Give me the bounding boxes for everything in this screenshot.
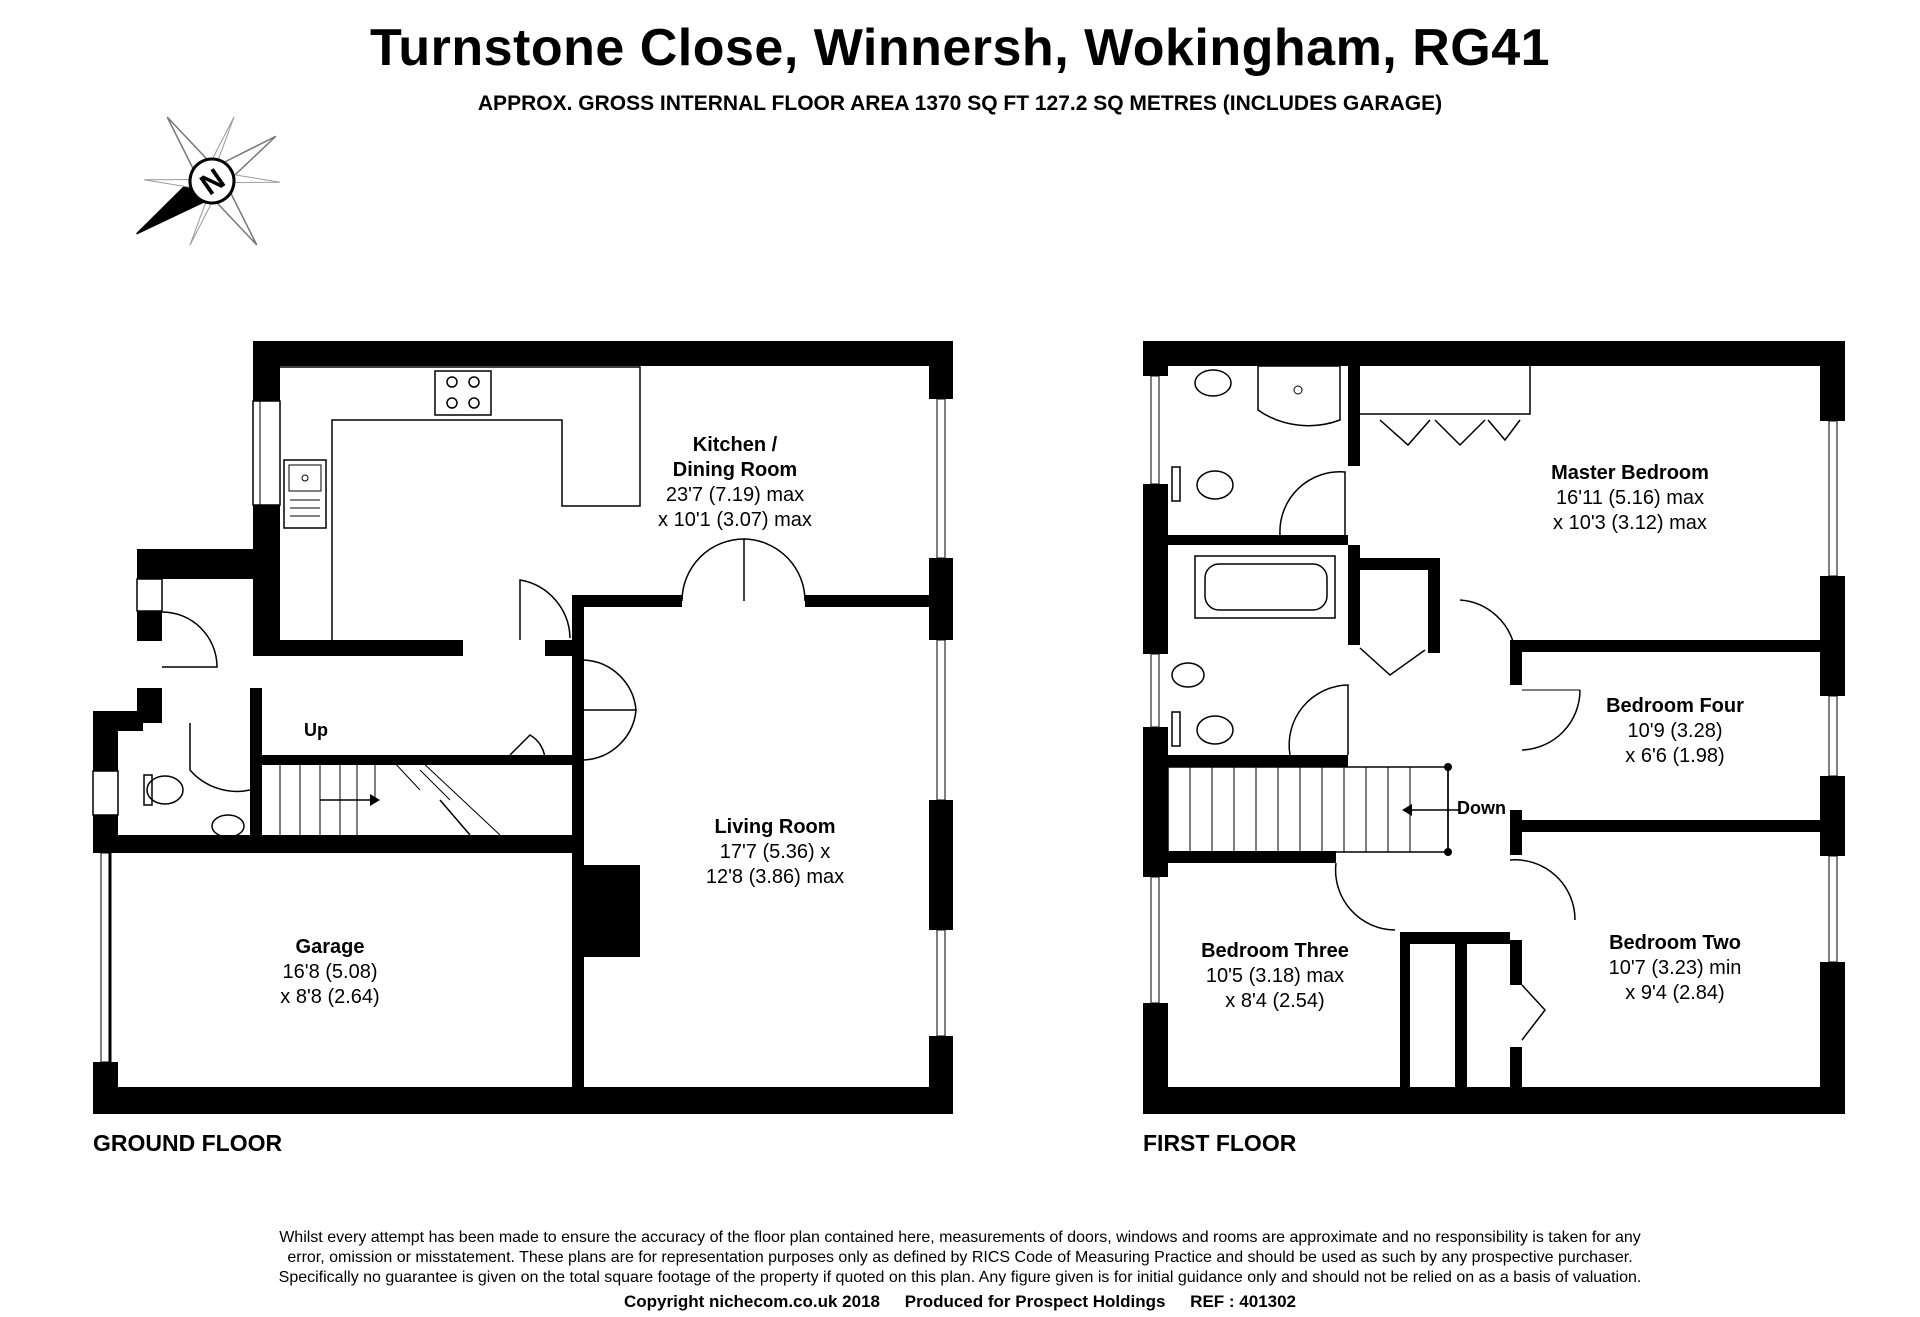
room-label-bedroom-three: Bedroom Three 10'5 (3.18) max x 8'4 (2.5… — [1140, 939, 1410, 1014]
room-name: Bedroom Two — [1609, 932, 1741, 954]
room-dimension: x 10'1 (3.07) max — [658, 509, 812, 531]
reference-text: REF : 401302 — [1190, 1292, 1297, 1311]
north-arrow-icon — [136, 116, 281, 246]
stair-up-label: Up — [304, 720, 328, 740]
produced-for-text: Produced for Prospect Holdings — [904, 1292, 1166, 1311]
room-name: Garage — [295, 936, 365, 958]
room-dimension: x 10'3 (3.12) max — [1553, 512, 1707, 534]
stair-down-label: Down — [1457, 798, 1506, 818]
room-name: Bedroom Four — [1606, 695, 1744, 717]
disclaimer-line: Whilst every attempt has been made to en… — [279, 1229, 1641, 1246]
ground-floor-label: GROUND FLOOR — [93, 1130, 283, 1156]
room-dimension: x 9'4 (2.84) — [1625, 982, 1725, 1004]
first-floor-walls — [1143, 341, 1845, 1114]
room-label-bedroom-four: Bedroom Four 10'9 (3.28) x 6'6 (1.98) — [1540, 694, 1810, 769]
room-name: Bedroom Three — [1201, 940, 1349, 962]
room-dimension: x 8'8 (2.64) — [280, 986, 380, 1008]
room-dimension: x 8'4 (2.54) — [1225, 990, 1325, 1012]
room-dimension: 16'8 (5.08) — [282, 961, 378, 983]
first-floor-plan — [1143, 341, 1845, 1114]
first-floor-label: FIRST FLOOR — [1143, 1130, 1297, 1156]
room-dimension: 10'5 (3.18) max — [1205, 965, 1345, 987]
room-dimension: 17'7 (5.36) x — [719, 841, 831, 863]
plan-title: Turnstone Close, Winnersh, Wokingham, RG… — [369, 19, 1551, 77]
copyright-text: Copyright nichecom.co.uk 2018 — [623, 1292, 880, 1311]
room-dimension: 10'7 (3.23) min — [1608, 957, 1742, 979]
room-label-kitchen-dining: Kitchen / Dining Room 23'7 (7.19) max x … — [600, 433, 870, 533]
floor-area-subtitle: APPROX. GROSS INTERNAL FLOOR AREA 1370 S… — [477, 92, 1443, 115]
room-dimension: 10'9 (3.28) — [1627, 720, 1723, 742]
room-name: Kitchen / — [692, 434, 778, 456]
room-label-living-room: Living Room 17'7 (5.36) x 12'8 (3.86) ma… — [640, 815, 910, 890]
room-name: Living Room — [714, 816, 836, 838]
room-label-bedroom-two: Bedroom Two 10'7 (3.23) min x 9'4 (2.84) — [1540, 931, 1810, 1006]
room-label-garage: Garage 16'8 (5.08) x 8'8 (2.64) — [195, 935, 465, 1010]
disclaimer-line: error, omission or misstatement. These p… — [287, 1249, 1633, 1266]
ground-floor-plan — [92, 341, 953, 1114]
room-name-line2: Dining Room — [672, 459, 798, 481]
room-dimension: 16'11 (5.16) max — [1556, 487, 1704, 509]
disclaimer-line: Specifically no guarantee is given on th… — [278, 1269, 1642, 1286]
room-label-master-bedroom: Master Bedroom 16'11 (5.16) max x 10'3 (… — [1480, 461, 1780, 536]
disclaimer-text: Whilst every attempt has been made to en… — [160, 1228, 1760, 1288]
room-dimension: 12'8 (3.86) max — [705, 866, 845, 888]
footer: Copyright nichecom.co.uk 2018 Produced f… — [0, 1292, 1920, 1312]
room-dimension: x 6'6 (1.98) — [1625, 745, 1725, 767]
room-name: Master Bedroom — [1551, 462, 1709, 484]
room-dimension: 23'7 (7.19) max — [665, 484, 805, 506]
